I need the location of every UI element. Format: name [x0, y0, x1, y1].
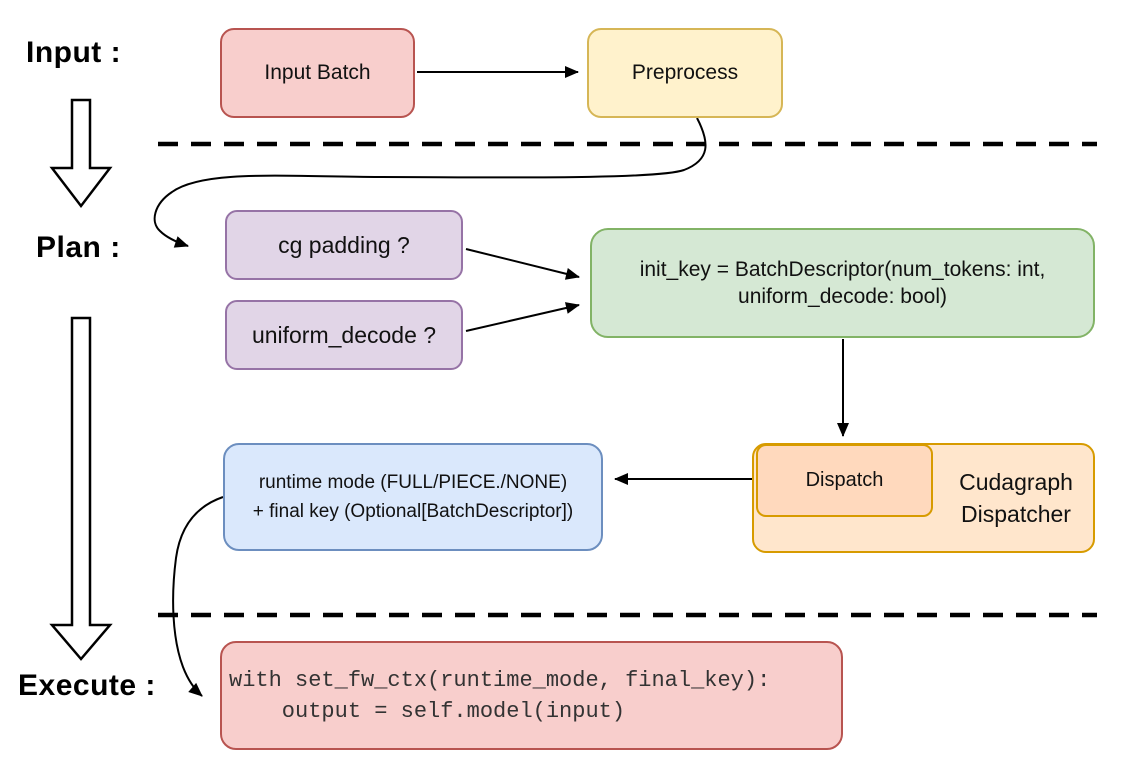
- node-dispatch: Dispatch: [756, 444, 933, 517]
- stage-label-plan: Plan :: [36, 231, 121, 264]
- node-init-key-line2: uniform_decode: bool): [738, 285, 947, 308]
- node-runtime-mode-line2: + final key (Optional[BatchDescriptor]): [252, 501, 574, 522]
- cudagraph-dispatcher-line1: Cudagraph: [959, 469, 1073, 495]
- connector-runtimemode-to-executecode: [172, 496, 224, 697]
- execute-code-line2: output = self.model(input): [229, 698, 626, 724]
- node-preprocess-label: Preprocess: [631, 61, 739, 84]
- execute-code-line1: with set_fw_ctx(runtime_mode, final_key)…: [229, 667, 771, 693]
- cudagraph-dispatcher-line2: Dispatcher: [961, 501, 1071, 527]
- node-runtime-mode: runtime mode (FULL/PIECE./NONE) + final …: [223, 443, 603, 551]
- connector-uniformdecode-to-initkey: [465, 302, 580, 332]
- cudagraph-dispatcher-label: Cudagraph Dispatcher: [937, 445, 1095, 551]
- node-input-batch: Input Batch: [220, 28, 415, 118]
- stage-label-execute: Execute :: [18, 669, 156, 702]
- node-dispatch-label: Dispatch: [805, 469, 884, 491]
- stage-label-input: Input :: [26, 36, 122, 69]
- plan-stage-arrow-icon: [49, 316, 113, 661]
- node-uniform-decode: uniform_decode ?: [225, 300, 463, 370]
- node-uniform-decode-label: uniform_decode ?: [251, 321, 437, 348]
- node-cg-padding-label: cg padding ?: [278, 231, 410, 258]
- input-stage-arrow-icon: [49, 98, 113, 209]
- node-init-key-line1: init_key = BatchDescriptor(num_tokens: i…: [639, 258, 1046, 281]
- node-preprocess: Preprocess: [587, 28, 783, 118]
- node-runtime-mode-line1: runtime mode (FULL/PIECE./NONE): [258, 472, 568, 493]
- node-cg-padding: cg padding ?: [225, 210, 463, 280]
- connector-cgpadding-to-initkey: [465, 248, 580, 280]
- node-init-key: init_key = BatchDescriptor(num_tokens: i…: [590, 228, 1095, 338]
- node-execute-code: with set_fw_ctx(runtime_mode, final_key)…: [220, 641, 843, 750]
- node-input-batch-label: Input Batch: [264, 61, 371, 84]
